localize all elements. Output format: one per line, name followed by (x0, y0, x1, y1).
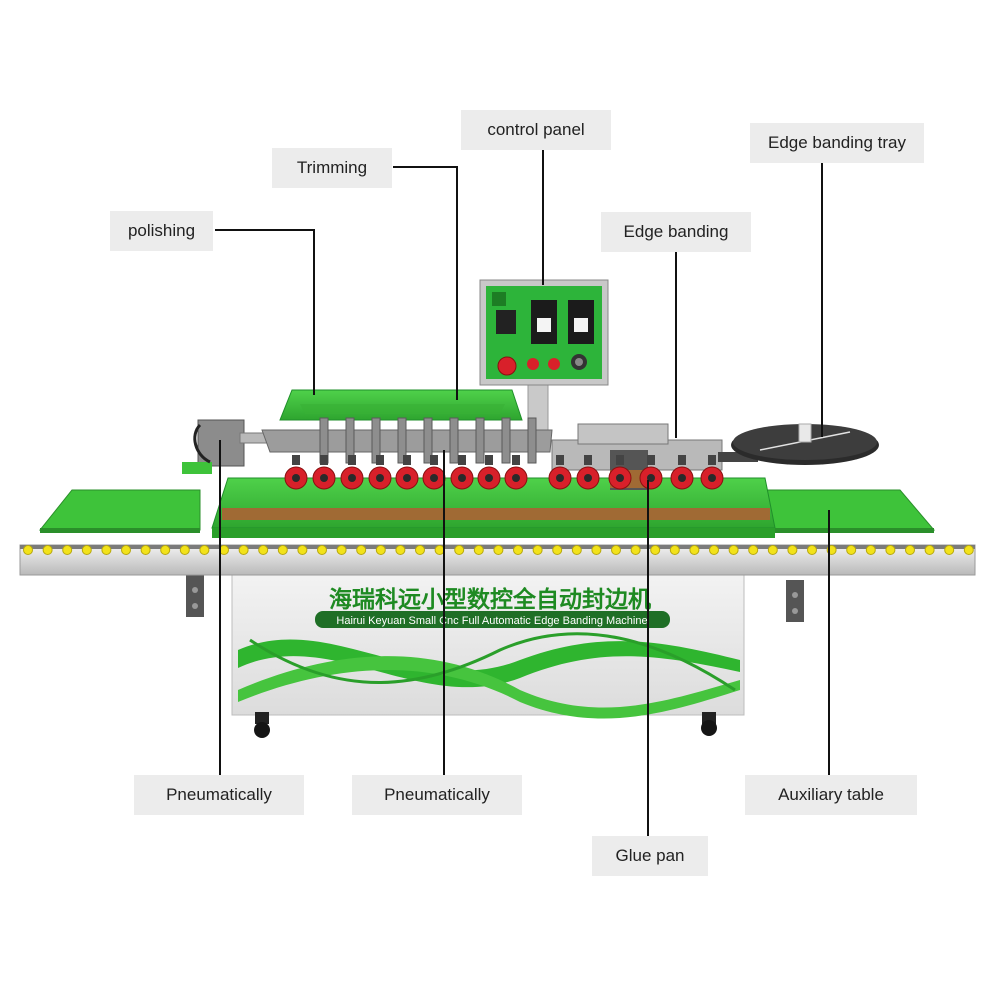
conveyor-roller (238, 545, 249, 555)
pressing-arm (397, 417, 407, 464)
conveyor-roller (591, 545, 602, 555)
conveyor-roller (160, 545, 171, 555)
conveyor-roller (611, 545, 621, 555)
label-glue-pan: Glue pan (592, 836, 708, 876)
conveyor-roller (336, 545, 347, 555)
conveyor-roller (23, 545, 33, 555)
conveyor-roller (473, 545, 484, 555)
leader-lines (215, 149, 830, 836)
pressure-roller (422, 455, 446, 490)
conveyor-roller (179, 545, 190, 555)
conveyor-roller (375, 545, 386, 555)
wood-panel-strip (222, 508, 770, 520)
brand-english-banner (315, 611, 670, 628)
conveyor-roller (728, 545, 739, 555)
conveyor-roller (42, 545, 53, 555)
cabinet-body (231, 564, 745, 716)
conveyor-roller (199, 545, 210, 555)
conveyor-roller (434, 545, 445, 555)
label-edge-banding: Edge banding (601, 212, 751, 252)
right-auxiliary-table (759, 489, 936, 533)
conveyor-roller (650, 545, 661, 555)
pressure-roller (368, 455, 392, 490)
conveyor-roller (630, 545, 641, 555)
label-trimming: Trimming (272, 148, 392, 188)
pressing-arm (449, 417, 459, 464)
roller-conveyor-rail (19, 544, 976, 576)
label-polishing: polishing (110, 211, 213, 251)
conveyor-roller (297, 545, 308, 555)
rail-brackets (186, 575, 804, 622)
conveyor-roller (767, 545, 778, 555)
conveyor-roller (121, 545, 131, 555)
conveyor-roller (277, 545, 288, 555)
conveyor-roller (689, 545, 700, 555)
conveyor-roller (101, 545, 112, 555)
conveyor-roller (140, 545, 151, 555)
conveyor-roller (924, 545, 935, 555)
pressure-rollers (284, 455, 724, 490)
conveyor-roller (944, 545, 955, 555)
label-pneumatically-center: Pneumatically (352, 775, 522, 815)
conveyor-roller (885, 545, 896, 555)
label-edge-banding-tray: Edge banding tray (750, 123, 924, 163)
control-panel-box (479, 279, 609, 444)
conveyor-roller (493, 545, 504, 555)
pneumatic-cylinder (182, 419, 281, 474)
conveyor-roller (846, 545, 857, 555)
conveyor-roller (865, 545, 876, 555)
conveyor-roller (513, 545, 523, 555)
conveyor-roller (807, 545, 817, 555)
brand-name-english: Hairui Keyuan Small Cnc Full Automatic E… (336, 615, 647, 627)
conveyor-roller (454, 545, 465, 555)
conveyor-roller (963, 545, 974, 555)
conveyor-roller (669, 545, 680, 555)
pressing-arm (423, 417, 433, 464)
label-pneumatically-left: Pneumatically (134, 775, 304, 815)
pressing-arm (527, 417, 537, 464)
conveyor-roller (415, 545, 425, 555)
pressure-roller (395, 455, 419, 490)
conveyor-roller (787, 545, 798, 555)
pressure-roller (504, 455, 528, 490)
conveyor-roller (709, 545, 719, 555)
conveyor-roller (317, 545, 327, 555)
pressure-roller (608, 455, 632, 490)
pressure-roller (340, 455, 364, 490)
edge-banding-tray-disc (718, 423, 879, 465)
conveyor-roller (748, 545, 759, 555)
caster-wheels (254, 712, 717, 738)
conveyor-roller (532, 545, 543, 555)
pressure-roller (477, 455, 501, 490)
conveyor-roller (395, 545, 406, 555)
pressure-roller (576, 455, 600, 490)
pressing-arms (261, 417, 553, 464)
pressure-roller (284, 455, 308, 490)
conveyor-roller (905, 545, 915, 555)
conveyor-roller (258, 545, 269, 555)
green-wave-decoration (238, 632, 740, 719)
pressure-roller (670, 455, 694, 490)
pressure-roller (312, 455, 336, 490)
conveyor-roller (81, 545, 92, 555)
trimming-cover (279, 389, 523, 421)
label-auxiliary-table: Auxiliary table (745, 775, 917, 815)
pressing-arm (475, 417, 485, 464)
label-control-panel: control panel (461, 110, 611, 150)
pressure-roller (700, 455, 724, 490)
left-auxiliary-table (38, 489, 201, 533)
brand-name-chinese: 海瑞科远小型数控全自动封边机 (329, 586, 651, 613)
conveyor-roller (552, 545, 563, 555)
conveyor-roller (356, 545, 367, 555)
pressing-arm (501, 417, 511, 464)
pressure-roller (450, 455, 474, 490)
conveyor-roller (571, 545, 582, 555)
conveyor-roller (62, 545, 73, 555)
pressure-roller (548, 455, 572, 490)
